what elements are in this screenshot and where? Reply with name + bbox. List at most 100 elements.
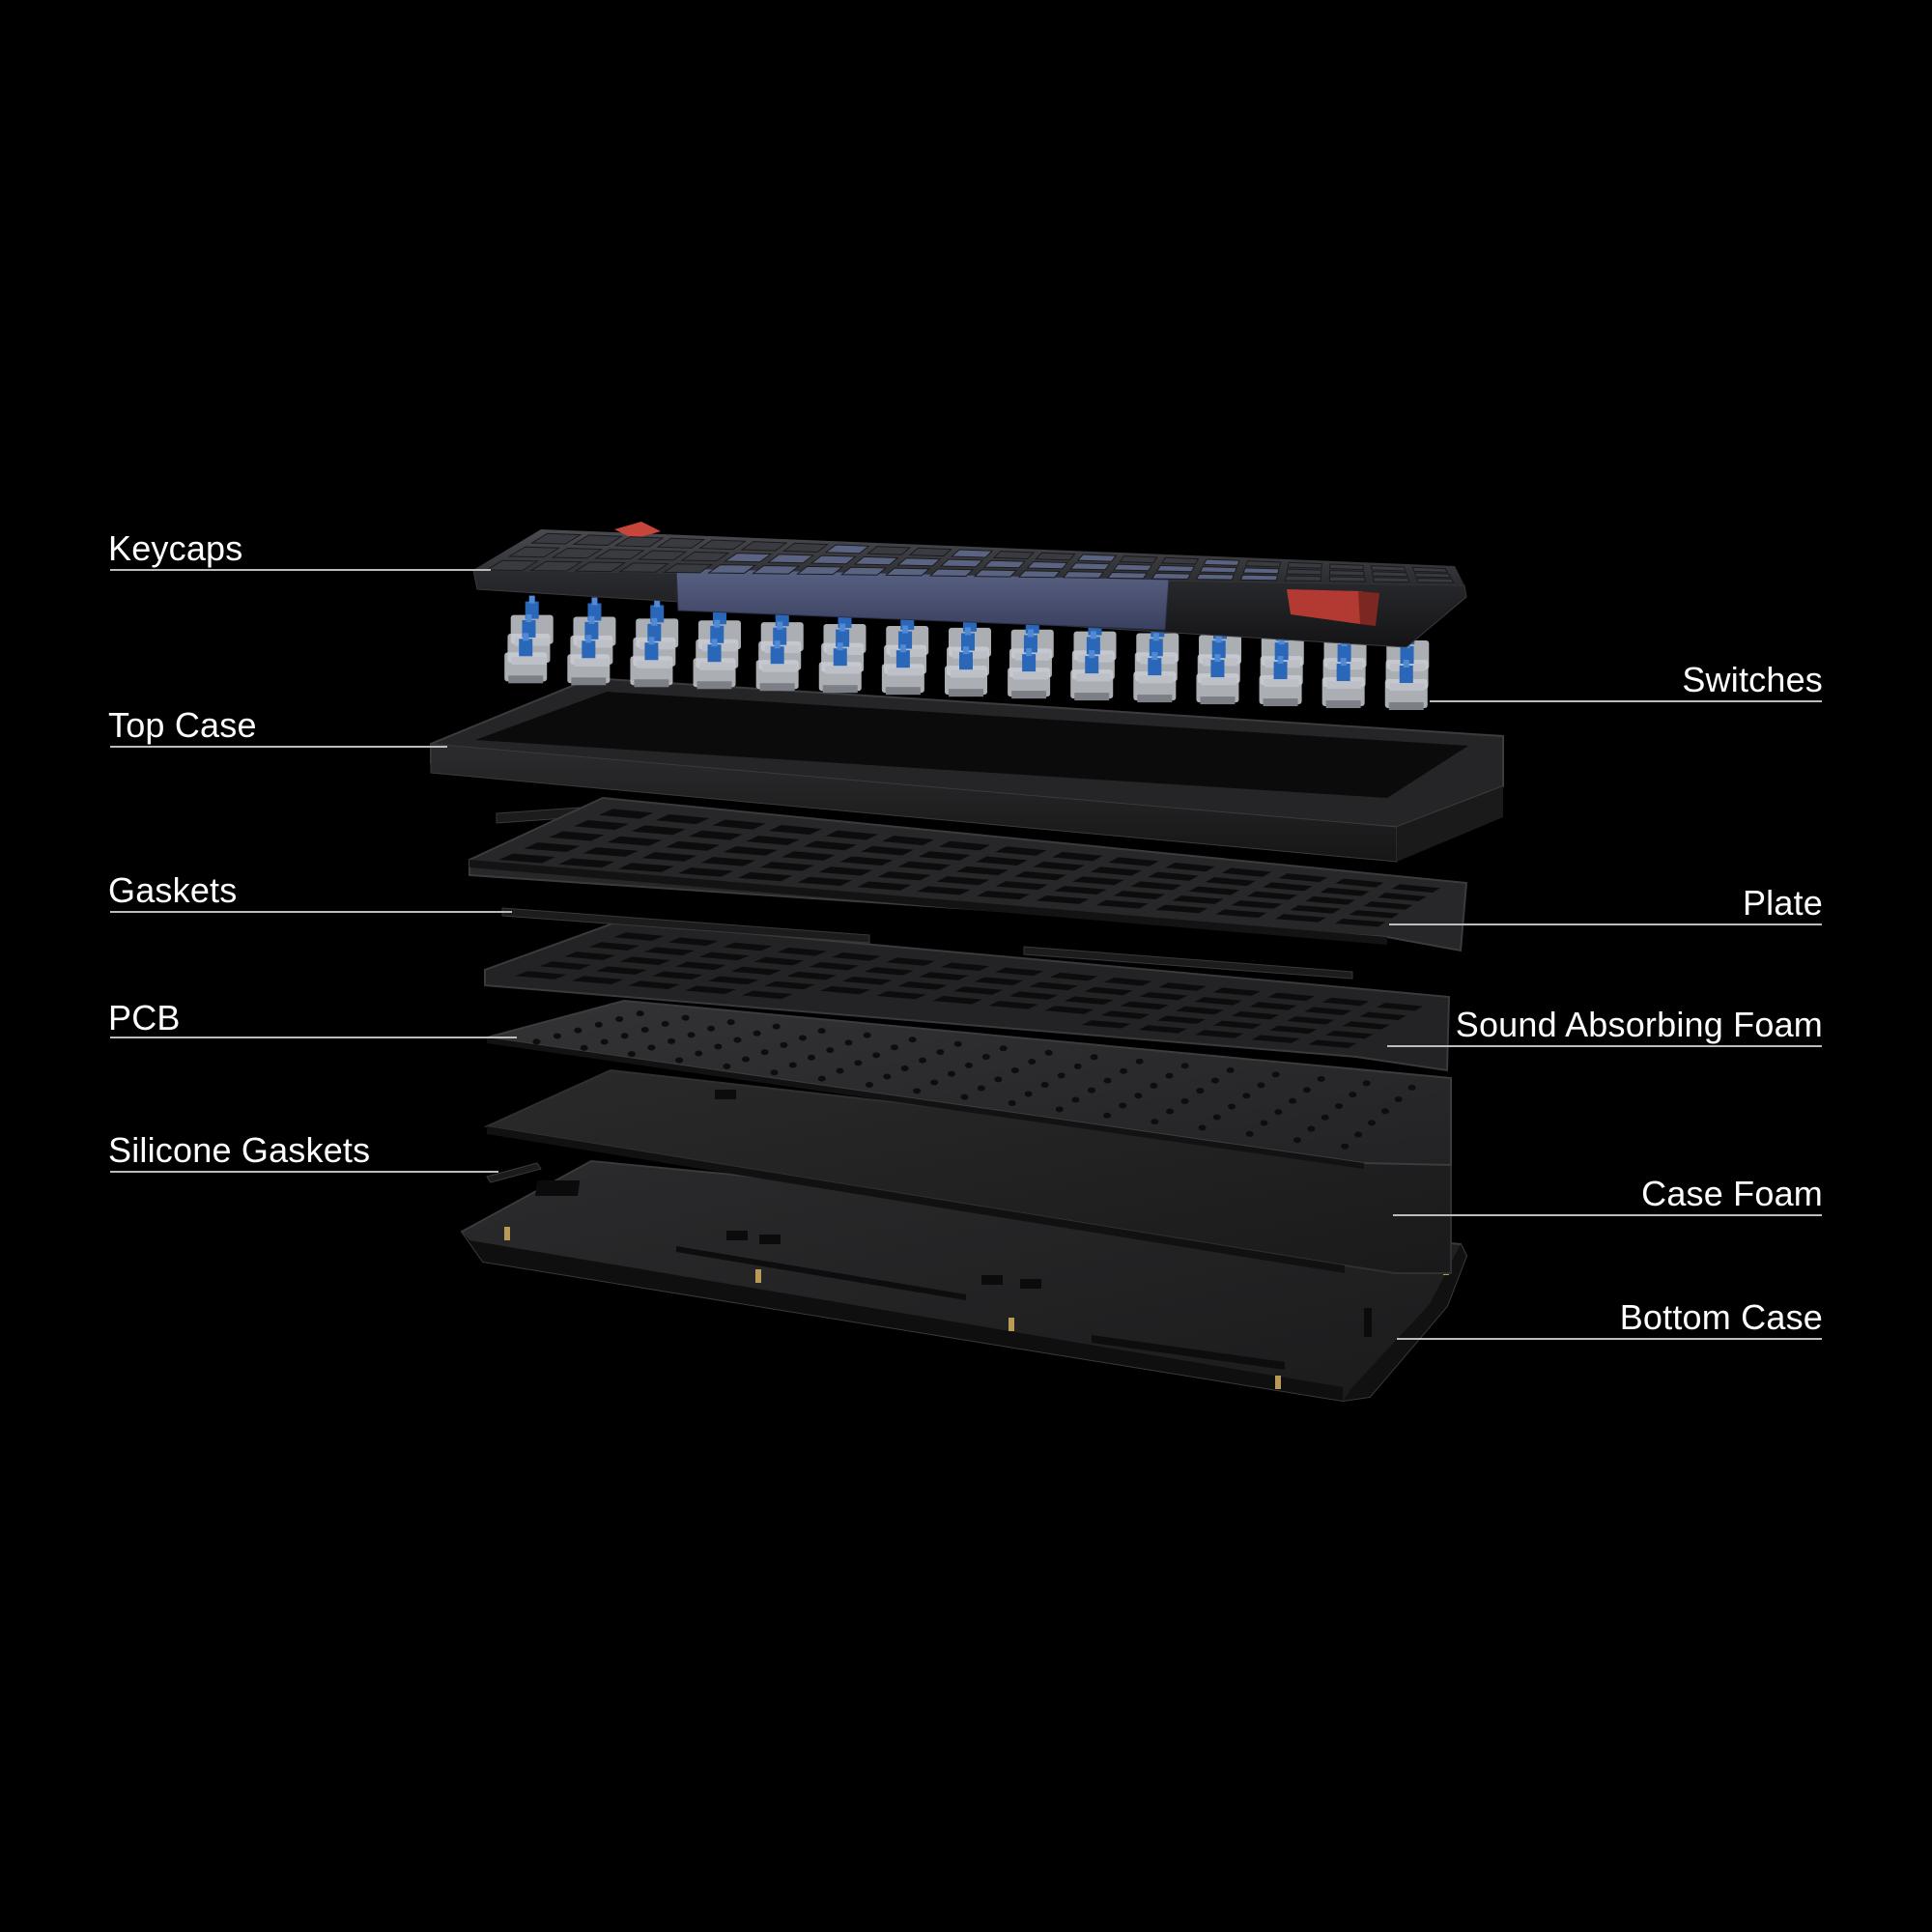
- pcb-hole: [1271, 1071, 1280, 1078]
- pcb-hole: [900, 1065, 909, 1072]
- foam-cutout: [1308, 1039, 1357, 1048]
- pcb-hole: [733, 1037, 742, 1043]
- foam-cutout: [628, 980, 680, 989]
- pcb-hole: [723, 1063, 731, 1069]
- switch: [693, 639, 736, 690]
- pcb-hole: [1362, 1080, 1371, 1087]
- plate-switch-cutout: [995, 881, 1048, 891]
- pcb-hole: [636, 1010, 644, 1017]
- foam-cutout: [1231, 1010, 1280, 1020]
- pcb-part: [486, 999, 1452, 1169]
- pcb-hole: [1180, 1063, 1189, 1069]
- keycap: [613, 536, 665, 548]
- plate-switch-cutout: [631, 825, 686, 836]
- foam-cutout: [897, 981, 948, 990]
- keycap: [697, 539, 747, 551]
- plate-switch-cutout: [712, 819, 766, 830]
- pcb-hole: [1134, 1093, 1143, 1099]
- foam-cutout: [919, 972, 969, 980]
- plate-switch-cutout: [995, 846, 1047, 856]
- pcb-hole: [1242, 1093, 1251, 1099]
- foam-cutout: [1158, 982, 1207, 991]
- keycap: [1415, 578, 1455, 583]
- plate-switch-cutout: [768, 825, 822, 836]
- keycap: [551, 547, 604, 559]
- pcb-hole: [600, 1038, 609, 1045]
- keycap: [896, 557, 942, 567]
- switch: [1321, 658, 1365, 709]
- pcb-hole: [1057, 1072, 1065, 1079]
- plate-switch-cutout: [1188, 886, 1240, 895]
- foam-cutout: [1287, 1016, 1335, 1025]
- foam-cutout: [809, 961, 859, 971]
- plate-switch-cutout: [524, 842, 581, 852]
- plate-switch-cutout: [1278, 873, 1328, 883]
- keycap: [1035, 552, 1076, 561]
- foam-cutout: [708, 976, 759, 985]
- foam-cutout: [1359, 1011, 1406, 1021]
- switch: [504, 633, 548, 684]
- foam-cutout: [1176, 1006, 1224, 1015]
- foam-cutout: [820, 985, 871, 995]
- plate-switch-cutout: [938, 840, 991, 851]
- plate-switch-cutout: [1246, 891, 1297, 900]
- foam-cutout: [841, 976, 893, 985]
- pcb-hole: [668, 1037, 675, 1044]
- foam-cutout: [831, 952, 881, 961]
- foam-cutout: [1377, 1002, 1424, 1011]
- foam-cutout: [1139, 991, 1188, 1001]
- pcb-hole: [1196, 1088, 1205, 1094]
- plate-switch-cutout: [1113, 891, 1166, 899]
- plate-switch-cutout: [498, 853, 555, 864]
- pcb-hole: [580, 1044, 588, 1051]
- foam-cutout: [1195, 1030, 1244, 1038]
- foam-cutout: [1249, 1002, 1297, 1010]
- keycap: [1371, 571, 1408, 578]
- pcb-hole: [780, 1041, 788, 1048]
- keycap: [574, 561, 627, 573]
- keycap: [1411, 566, 1449, 573]
- keycap: [1329, 569, 1365, 577]
- pcb-hole: [836, 1067, 844, 1074]
- pcb-hole: [1073, 1063, 1082, 1069]
- foam-cutout: [1212, 1020, 1262, 1030]
- plate-switch-cutout: [1215, 909, 1267, 918]
- label-bottom-case: Bottom Case: [1619, 1297, 1823, 1337]
- foam-cutout: [864, 967, 914, 976]
- pcb-hole: [1368, 1120, 1376, 1126]
- switch: [818, 642, 862, 694]
- pcb-hole: [817, 1075, 826, 1082]
- keycap: [973, 569, 1018, 578]
- keycap: [1372, 577, 1410, 583]
- plate-switch-cutout: [1305, 895, 1355, 905]
- pcb-hole: [627, 1051, 636, 1058]
- pcb-hole: [826, 1047, 835, 1054]
- keycap: [1329, 563, 1365, 571]
- plate-switch-cutout: [1072, 876, 1124, 886]
- switch: [1196, 654, 1239, 705]
- plate-switch-cutout: [803, 840, 857, 851]
- pcb-hole: [1040, 1081, 1049, 1088]
- plate-switch-cutout: [1263, 882, 1313, 892]
- foam-cutout: [1342, 1021, 1390, 1030]
- keycap: [680, 551, 730, 562]
- keycap: [1151, 572, 1192, 581]
- keycap: [1076, 554, 1118, 562]
- gaskets-part: [496, 807, 1353, 980]
- pcb-hole: [919, 1057, 926, 1064]
- keycap: [1113, 563, 1153, 572]
- keycap: [663, 563, 714, 574]
- plate-switch-cutout: [1275, 914, 1326, 923]
- plate-switch-cutout: [936, 876, 990, 886]
- plate-switch-cutout: [1130, 881, 1182, 891]
- keycap: [884, 567, 931, 577]
- pcb-hole: [640, 1027, 649, 1034]
- pcb-hole: [863, 1032, 871, 1038]
- foam-cutout: [564, 952, 616, 960]
- pcb-hole: [707, 1025, 716, 1032]
- keycap: [1239, 574, 1279, 582]
- label-switches: Switches: [1682, 660, 1823, 699]
- pcb-hole: [1088, 1087, 1095, 1094]
- keycap: [1245, 560, 1282, 568]
